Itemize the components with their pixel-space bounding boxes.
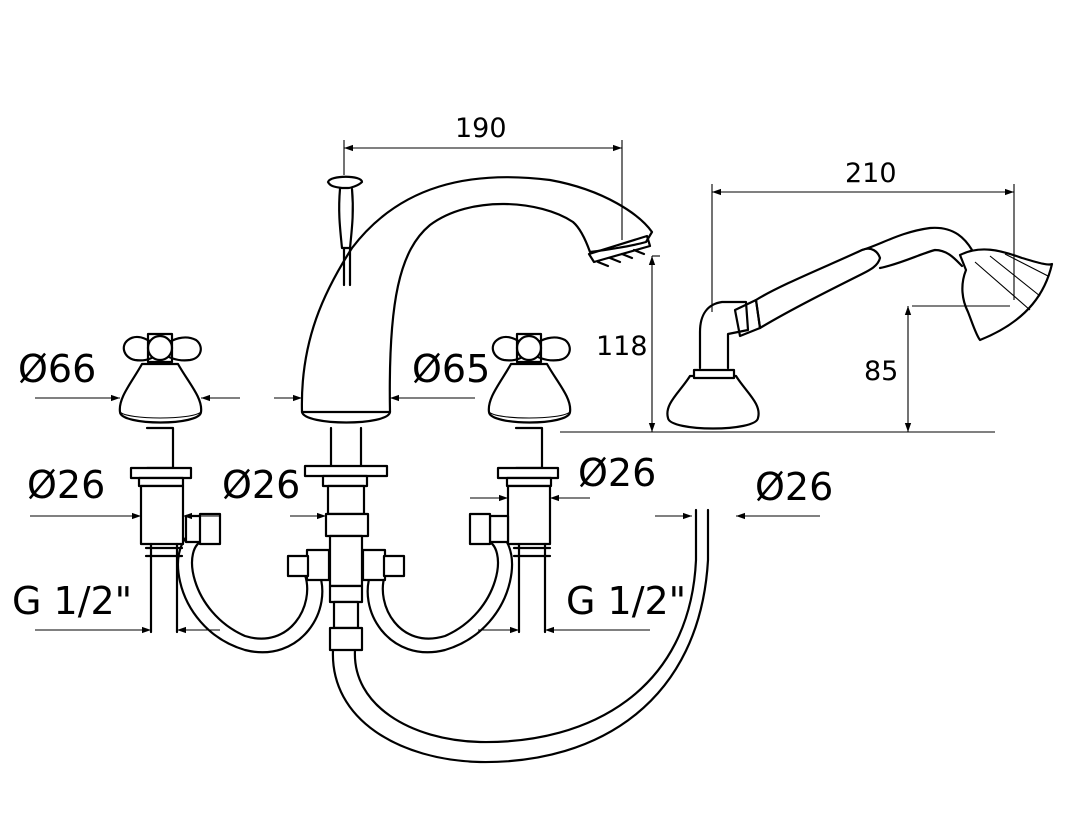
spout-reach-label: 190 xyxy=(455,113,507,144)
right-handle-diameter-label: Ø65 xyxy=(412,347,490,391)
shower-holder-bell xyxy=(666,374,760,430)
shower-head xyxy=(958,248,1054,342)
spout-assembly xyxy=(286,175,654,652)
extension-lines xyxy=(343,140,1015,433)
left-bell xyxy=(118,362,203,424)
shower-holder-height-label: 85 xyxy=(864,356,898,387)
hose-right-loop xyxy=(366,526,514,654)
aerator xyxy=(587,234,652,264)
hose-left-loop xyxy=(176,526,324,654)
left-handle-diameter-label: Ø66 xyxy=(18,347,96,391)
left-valve xyxy=(118,332,222,634)
shower-reach-label: 210 xyxy=(845,158,897,189)
left-thread-label: G 1/2" xyxy=(12,579,132,623)
shower-holder-elbow xyxy=(698,300,750,370)
shower-handle xyxy=(754,247,882,330)
right-pipe-diameter-label: Ø26 xyxy=(578,451,656,495)
shower-pipe-diameter-label: Ø26 xyxy=(755,465,833,509)
right-bell xyxy=(487,362,572,424)
dimension-lines xyxy=(30,144,1014,634)
spout-body xyxy=(300,176,654,414)
right-thread-label: G 1/2" xyxy=(566,579,686,623)
hand-shower xyxy=(666,226,1054,430)
right-valve xyxy=(468,332,572,634)
dimension-labels: 190 210 118 85 Ø66 Ø65 Ø26 Ø26 Ø26 Ø26 G… xyxy=(12,113,898,623)
spout-height-label: 118 xyxy=(596,331,648,362)
shower-hose xyxy=(331,508,710,764)
popup-knob xyxy=(326,175,364,190)
center-pipe-diameter-label: Ø26 xyxy=(222,463,300,507)
left-pipe-diameter-label: Ø26 xyxy=(27,463,105,507)
